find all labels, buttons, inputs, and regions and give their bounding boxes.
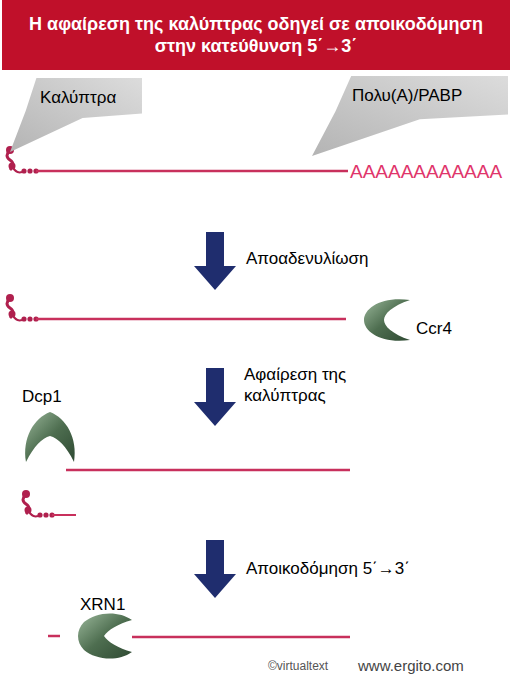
mrna-line [66,469,350,472]
text-label: Αφαίρεση της καλύπτρας [244,364,394,406]
dcp1-protein [25,412,75,462]
title-band: Η αφαίρεση της καλύπτρας οδηγεί σε αποικ… [2,0,510,70]
cap-structure [22,490,55,518]
mrna-line [36,170,348,173]
text-label: AAAAAAAAAAAA [350,160,502,184]
mrna-line [36,318,346,321]
callout-label: Πολυ(A)/PABP [352,86,462,106]
callout-arrow: Καλύπτρα [10,78,142,152]
text-label: Αποαδενυλίωση [246,248,368,269]
step-arrow [194,540,236,598]
xrn1-protein [78,613,132,658]
ccr4-protein [364,299,410,341]
text-label: XRN1 [80,594,125,615]
text-label: Dcp1 [22,386,62,407]
text-label: Ccr4 [416,318,452,339]
text-label: ©virtualtext [268,659,328,674]
mrna-fragment [48,635,60,638]
text-label: Αποικοδόμηση 5΄→3΄ [246,558,410,579]
mrna-line [132,636,350,639]
text-label: www.ergito.com [358,656,464,675]
callout-arrow: Πολυ(A)/PABP [312,76,508,156]
mrna-fragment [52,514,76,516]
title: Η αφαίρεση της καλύπτρας οδηγεί σε αποικ… [14,13,498,57]
cap-structure [6,294,39,322]
callout-label: Καλύπτρα [40,88,116,108]
step-arrow [194,232,236,290]
step-arrow [194,368,236,426]
